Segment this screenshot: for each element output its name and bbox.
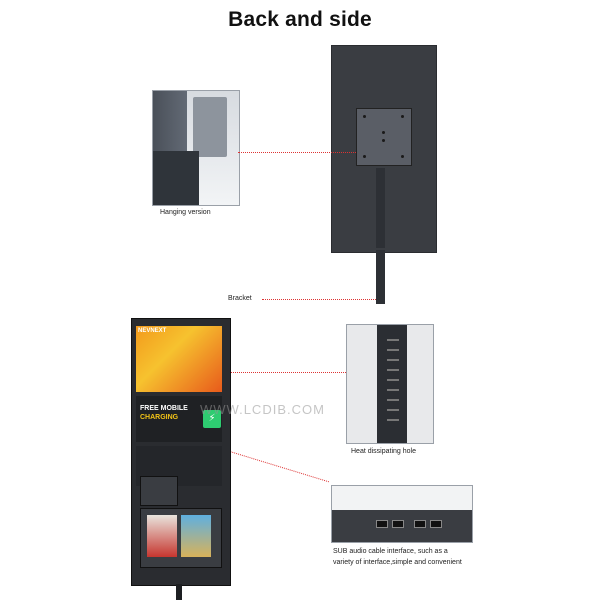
charging-label-line2: CHARGING: [140, 414, 179, 421]
interface-caption-line2: variety of interface,simple and convenie…: [333, 559, 462, 566]
watermark: WWW.LCDIB.COM: [200, 402, 325, 417]
charging-label-line1: FREE MOBILE: [140, 405, 188, 412]
bracket-leader-line: [262, 299, 376, 300]
vesa-mount-plate: [356, 108, 412, 166]
brochure-left: [147, 515, 177, 557]
hanging-leader-line: [238, 152, 356, 153]
bracket-caption: Bracket: [228, 295, 252, 302]
charging-pad-icon: ⚡: [203, 410, 221, 428]
bracket-pole-lower: [376, 250, 385, 304]
hanging-version-photo: [152, 90, 240, 206]
phone-shelf: [140, 476, 178, 506]
brochure-right: [181, 515, 211, 557]
heat-caption: Heat dissipating hole: [351, 448, 416, 455]
heat-leader-line: [229, 372, 346, 373]
interface-photo: [331, 485, 473, 543]
charging-label: FREE MOBILE CHARGING: [140, 404, 188, 422]
kiosk-stand: [176, 584, 182, 600]
kiosk-logo: NEVNEXT: [138, 328, 167, 334]
page-title: Back and side: [228, 8, 372, 31]
kiosk-screen: [136, 326, 222, 392]
interface-leader-line: [219, 448, 330, 483]
bracket-pole-upper: [376, 168, 385, 248]
hanging-version-caption: Hanging version: [160, 209, 211, 216]
heat-dissipating-photo: [346, 324, 434, 444]
interface-caption-line1: SUB audio cable interface, such as a: [333, 548, 448, 555]
